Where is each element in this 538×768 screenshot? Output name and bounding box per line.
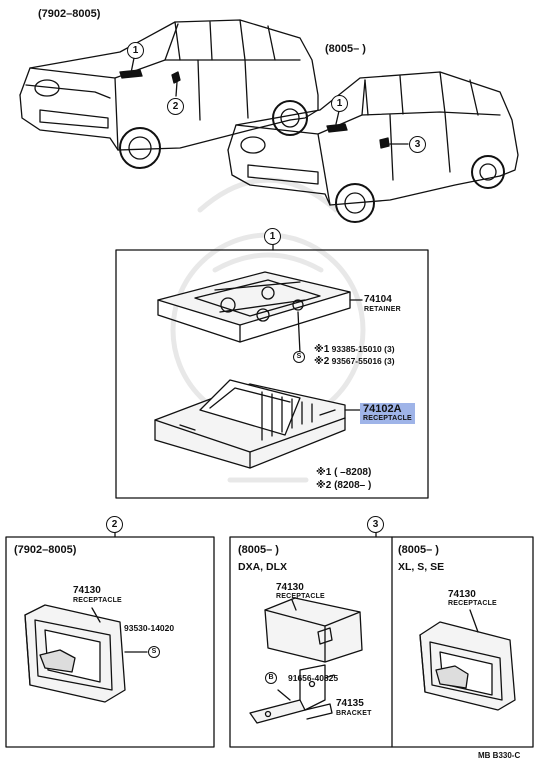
section-3-bracket-illustration [249, 664, 335, 724]
footer-figure-code: MB B330-C [478, 751, 521, 760]
note-2-range: (8208– ) [334, 480, 372, 491]
note-1-mark: ※1 [316, 467, 332, 478]
note-2-mark: ※2 [316, 480, 332, 491]
section-3-left-receptacle-part-name: RECEPTACLE [276, 593, 325, 600]
section-3-left-era: (8005– ) [238, 544, 279, 556]
section-3-title: 3 [367, 516, 384, 533]
callout-3-late-car[interactable]: 3 [409, 136, 426, 153]
section-2-screw-part-number[interactable]: 93530-14020 [124, 623, 175, 633]
retainer-part-illustration [157, 271, 363, 354]
car-illustration-early [19, 19, 319, 169]
section-1-title: 1 [264, 228, 281, 245]
note-1-row: ※1 ( –8208) [316, 468, 371, 478]
section-2-title: 2 [106, 516, 123, 533]
screw-1-mark: ※1 [314, 344, 330, 355]
section-3-right-receptacle-part-number[interactable]: 74130 [448, 589, 476, 600]
section-3-left-receptacle-illustration [264, 597, 363, 663]
receptacle-74102a-highlight[interactable]: 74102A RECEPTACLE [360, 403, 415, 424]
section-3-bracket-part-name: BRACKET [336, 710, 372, 717]
era-label-early: (7902–8005) [38, 8, 101, 20]
callout-1-late-car[interactable]: 1 [331, 95, 348, 112]
receptacle-74102a-part-number: 74102A [363, 403, 402, 415]
screw-symbol-s: S [293, 351, 305, 363]
screw-2-mark: ※2 [314, 356, 330, 367]
section-2-screw-symbol: S [148, 646, 160, 658]
era-label-late: (8005– ) [325, 43, 366, 55]
retainer-part-name: RETAINER [364, 306, 401, 313]
callout-1-early-car[interactable]: 1 [127, 42, 144, 59]
section-2-receptacle-illustration [24, 604, 148, 703]
callout-2-early-car[interactable]: 2 [167, 98, 184, 115]
section-3-right-era: (8005– ) [398, 544, 439, 556]
receptacle-part-illustration [154, 379, 361, 469]
section-2-era: (7902–8005) [14, 544, 77, 556]
receptacle-74102a-part-name: RECEPTACLE [363, 415, 412, 422]
screw-1-row[interactable]: ※1 93385-15010 (3) [314, 345, 395, 355]
note-1-range: ( –8208) [334, 467, 372, 478]
section-3-left-receptacle-part-number[interactable]: 74130 [276, 582, 304, 593]
section-2-frame [5, 536, 215, 748]
section-2-receptacle-part-name: RECEPTACLE [73, 597, 122, 604]
section-3-bolt-part-number[interactable]: 91656-40825 [288, 673, 339, 683]
car-illustration-late [227, 71, 519, 223]
section-3-bracket-part-number[interactable]: 74135 [336, 698, 364, 709]
section-3-right-receptacle-illustration [419, 609, 516, 711]
section-3-right-grades: XL, S, SE [398, 561, 445, 573]
screw-2-row[interactable]: ※2 93567-55016 (3) [314, 357, 395, 367]
section-3-left-grades: DXA, DLX [238, 561, 288, 573]
section-1-frame [115, 249, 429, 499]
screw-1-part-number: 93385-15010 (3) [331, 344, 395, 354]
note-2-row: ※2 (8208– ) [316, 481, 371, 491]
section-3-frame [229, 536, 534, 748]
section-3-right-receptacle-part-name: RECEPTACLE [448, 600, 497, 607]
screw-2-part-number: 93567-55016 (3) [331, 356, 395, 366]
retainer-part-number[interactable]: 74104 [364, 294, 392, 305]
section-2-receptacle-part-number[interactable]: 74130 [73, 585, 101, 596]
section-3-bolt-symbol: B [265, 672, 277, 684]
